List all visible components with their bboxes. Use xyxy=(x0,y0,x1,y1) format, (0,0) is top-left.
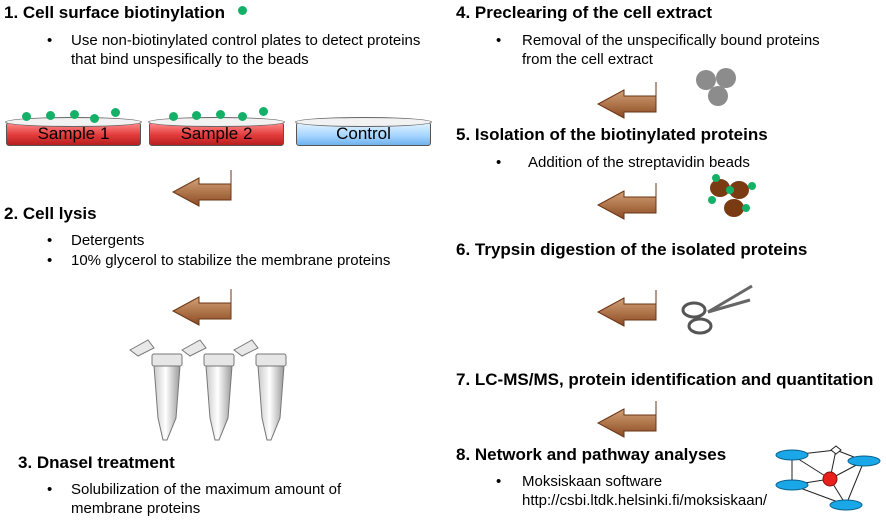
bullet-dot: • xyxy=(496,154,502,171)
biotin-dot-icon xyxy=(216,110,225,119)
biotin-dot-icon xyxy=(111,108,120,117)
bullet-dot: • xyxy=(496,473,502,490)
step-6-title: 6. Trypsin digestion of the isolated pro… xyxy=(456,240,808,259)
step-1-title: 1. Cell surface biotinylation xyxy=(4,3,226,22)
step-1-bullet-text-2: that bind unspesifically to the beads xyxy=(71,51,309,68)
network-icon xyxy=(775,445,881,511)
flow-arrow-icon xyxy=(596,82,657,119)
biotin-dot-icon xyxy=(169,112,178,121)
step-2-title: 2. Cell lysis xyxy=(4,204,97,223)
sample-1-dish: Sample 1 xyxy=(5,117,142,146)
sample-2-dish: Sample 2 xyxy=(148,117,285,146)
flow-arrow-icon xyxy=(596,183,657,220)
grey-beads-icon xyxy=(696,68,736,106)
flow-arrow-icon xyxy=(596,401,657,438)
step-2-bullet-text-2: 10% glycerol to stabilize the membrane p… xyxy=(71,252,391,269)
step-3-bullet-text-2: membrane proteins xyxy=(71,500,201,517)
biotin-dot-icon xyxy=(238,6,247,15)
step-5-title: 5. Isolation of the biotinylated protein… xyxy=(456,125,768,144)
step-2-bullet: • Detergents xyxy=(47,231,447,250)
control-label: Control xyxy=(336,124,391,143)
biotin-dot-icon xyxy=(238,112,247,121)
sample-1-label: Sample 1 xyxy=(37,124,110,143)
streptavidin-beads-icon xyxy=(708,174,756,217)
biotin-dot-icon xyxy=(259,107,268,116)
biotin-dot-icon xyxy=(22,112,31,121)
bullet-dot: • xyxy=(47,252,53,269)
step-8-bullet-cont: http://csbi.ltdk.helsinki.fi/moksiskaan/ xyxy=(496,491,796,510)
step-4-bullet-text-1: Removal of the unspecifically bound prot… xyxy=(522,32,820,49)
biotin-dot-icon xyxy=(70,110,79,119)
flow-arrow-icon xyxy=(596,290,657,327)
step-3-title: 3. DnaseI treatment xyxy=(18,453,175,472)
step-8-link-text: http://csbi.ltdk.helsinki.fi/moksiskaan/ xyxy=(522,492,768,509)
step-2-bullet: • 10% glycerol to stabilize the membrane… xyxy=(47,251,447,270)
step-4-bullet-text-2: from the cell extract xyxy=(522,51,653,68)
step-4-bullet: • Removal of the unspecifically bound pr… xyxy=(496,31,876,50)
microtube-icon xyxy=(129,339,183,441)
bullet-dot: • xyxy=(47,481,53,498)
step-3-bullet: • Solubilization of the maximum amount o… xyxy=(47,480,447,499)
step-8-bullet: • Moksiskaan software xyxy=(496,472,796,491)
step-2-bullet-text-1: Detergents xyxy=(71,232,145,249)
bullet-dot: • xyxy=(47,232,53,249)
microtube-icon xyxy=(181,339,235,441)
step-4-bullet-cont: from the cell extract xyxy=(496,50,876,69)
step-8-bullet-text-1: Moksiskaan software xyxy=(522,473,663,490)
sample-2-label: Sample 2 xyxy=(180,124,253,143)
step-8-title: 8. Network and pathway analyses xyxy=(456,445,727,464)
biotin-dot-icon xyxy=(46,111,55,120)
control-dish: Control xyxy=(295,117,432,146)
step-1-bullet-cont: that bind unspesifically to the beads xyxy=(47,50,447,69)
dish-rim xyxy=(295,117,432,127)
bullet-dot: • xyxy=(47,32,53,49)
step-4-title: 4. Preclearing of the cell extract xyxy=(456,3,713,22)
flow-arrow-icon xyxy=(171,170,232,207)
flow-arrow-icon xyxy=(171,289,232,326)
biotin-dot-icon xyxy=(192,111,201,120)
step-1-bullet-text-1: Use non-biotinylated control plates to d… xyxy=(71,32,421,49)
bullet-dot: • xyxy=(496,32,502,49)
step-3-bullet-text-1: Solubilization of the maximum amount of xyxy=(71,481,342,498)
scissors-icon xyxy=(681,284,753,335)
biotin-dot-icon xyxy=(90,114,99,123)
step-5-bullet-text-1: Addition of the streptavidin beads xyxy=(528,154,750,171)
step-3-bullet-cont: membrane proteins xyxy=(47,499,447,518)
microtube-icon xyxy=(233,339,287,441)
step-5-bullet: • Addition of the streptavidin beads xyxy=(496,153,876,172)
step-1-bullet: • Use non-biotinylated control plates to… xyxy=(47,31,447,50)
step-7-title: 7. LC-MS/MS, protein identification and … xyxy=(456,370,874,389)
